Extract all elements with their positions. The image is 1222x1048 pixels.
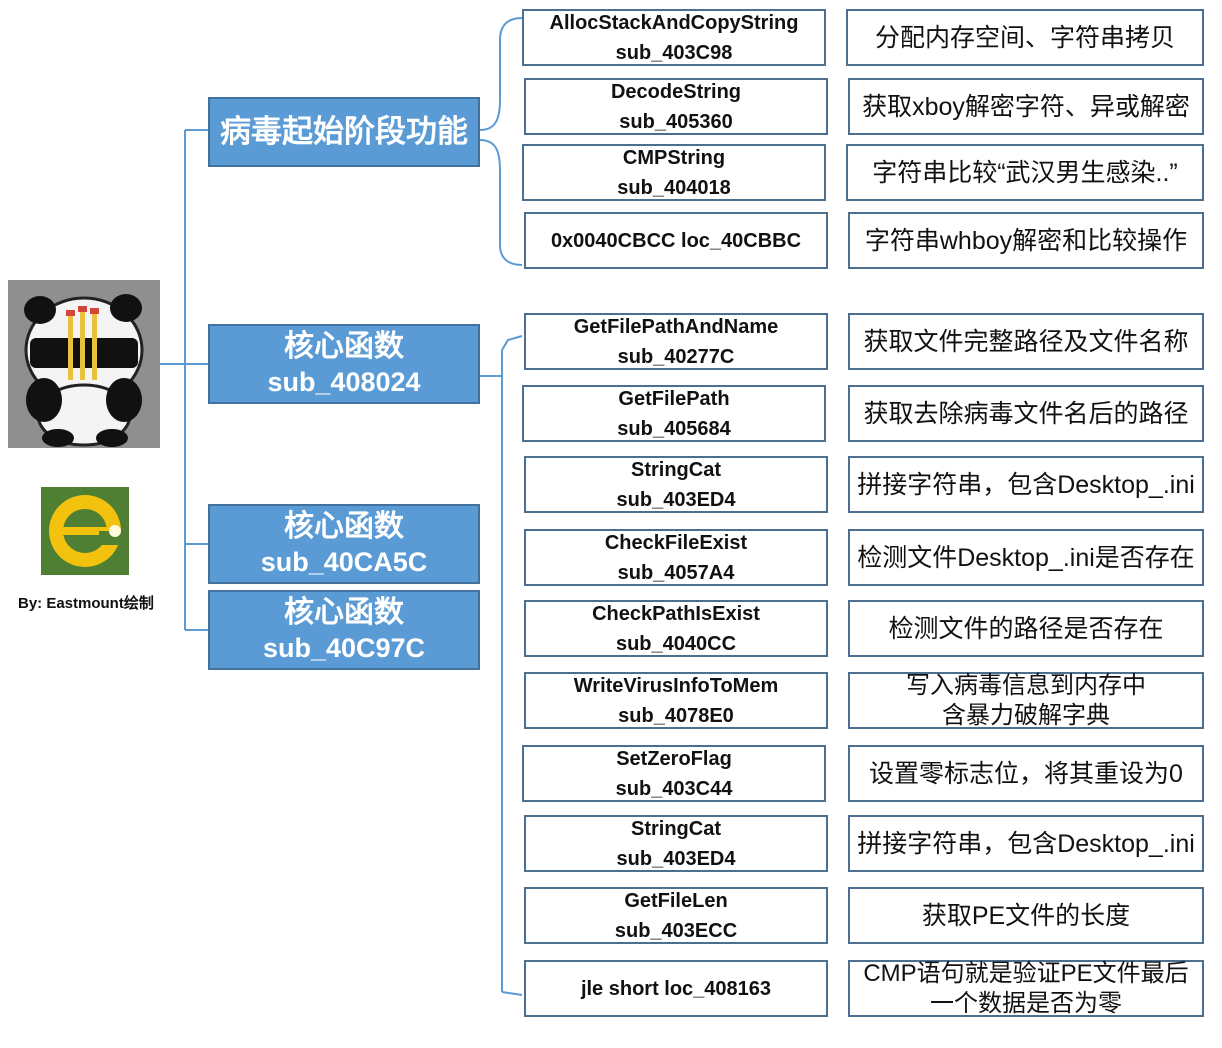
fn-desc: 获取xboy解密字符、异或解密 bbox=[862, 92, 1190, 121]
fn-desc: 设置零标志位，将其重设为0 bbox=[869, 759, 1183, 788]
panda-icon bbox=[8, 280, 160, 448]
fn-desc: 字符串whboy解密和比较操作 bbox=[864, 226, 1188, 255]
start-desc-box: 字符串比较“武汉男生感染..” bbox=[846, 144, 1204, 201]
fn-desc-line2: 含暴力破解字典 bbox=[942, 701, 1110, 729]
fn-addr: sub_405684 bbox=[617, 417, 731, 440]
core-fn-box: GetFilePath sub_405684 bbox=[522, 385, 826, 442]
group-core-408024: 核心函数 sub_408024 bbox=[208, 324, 480, 404]
fn-addr: sub_40277C bbox=[617, 345, 735, 368]
fn-desc: 获取去除病毒文件名后的路径 bbox=[863, 399, 1189, 428]
fn-addr: sub_4040CC bbox=[615, 632, 737, 655]
core-desc-box: 拼接字符串，包含Desktop_.ini bbox=[848, 815, 1204, 872]
fn-addr: sub_403C98 bbox=[615, 41, 733, 64]
fn-addr: sub_403ED4 bbox=[616, 847, 736, 870]
core-desc-box: 写入病毒信息到内存中 含暴力破解字典 bbox=[848, 672, 1204, 729]
core-desc-box: 获取去除病毒文件名后的路径 bbox=[848, 385, 1204, 442]
core-desc-box: 检测文件的路径是否存在 bbox=[848, 600, 1204, 657]
core-fn-box: CheckPathIsExist sub_4040CC bbox=[524, 600, 828, 657]
fn-addr: sub_403C44 bbox=[615, 777, 733, 800]
fn-name: CheckFileExist bbox=[604, 531, 748, 554]
group-sub: sub_408024 bbox=[267, 367, 421, 397]
start-desc-box: 字符串whboy解密和比较操作 bbox=[848, 212, 1204, 269]
core-fn-box: jle short loc_408163 bbox=[524, 960, 828, 1017]
group-sub: sub_40CA5C bbox=[260, 547, 428, 577]
fn-name: WriteVirusInfoToMem bbox=[573, 674, 779, 697]
fn-name: SetZeroFlag bbox=[616, 747, 732, 770]
fn-name: AllocStackAndCopyString bbox=[549, 11, 799, 34]
fn-name: StringCat bbox=[631, 458, 721, 481]
core-fn-box: WriteVirusInfoToMem sub_4078E0 bbox=[524, 672, 828, 729]
fn-desc: 拼接字符串，包含Desktop_.ini bbox=[857, 829, 1195, 858]
core-fn-box: StringCat sub_403ED4 bbox=[524, 456, 828, 513]
fn-desc: 分配内存空间、字符串拷贝 bbox=[874, 23, 1175, 52]
author-credit: By: Eastmount绘制 bbox=[18, 595, 154, 612]
core-fn-box: GetFilePathAndName sub_40277C bbox=[524, 313, 828, 370]
start-fn-box: DecodeString sub_405360 bbox=[524, 78, 828, 135]
fn-name: StringCat bbox=[631, 817, 721, 840]
fn-name: CMPString bbox=[622, 146, 726, 169]
core-desc-box: 设置零标志位，将其重设为0 bbox=[848, 745, 1204, 802]
core-desc-box: 拼接字符串，包含Desktop_.ini bbox=[848, 456, 1204, 513]
e-logo-icon bbox=[41, 487, 129, 575]
start-fn-box: AllocStackAndCopyString sub_403C98 bbox=[522, 9, 826, 66]
fn-addr: sub_4078E0 bbox=[618, 704, 734, 727]
fn-addr: sub_403ED4 bbox=[616, 488, 736, 511]
core-fn-box: StringCat sub_403ED4 bbox=[524, 815, 828, 872]
start-desc-box: 获取xboy解密字符、异或解密 bbox=[848, 78, 1204, 135]
core-fn-box: GetFileLen sub_403ECC bbox=[524, 887, 828, 944]
group-core-40ca5c: 核心函数 sub_40CA5C bbox=[208, 504, 480, 584]
fn-addr: sub_404018 bbox=[617, 176, 731, 199]
fn-name: GetFilePathAndName bbox=[573, 315, 779, 338]
group-core-40c97c: 核心函数 sub_40C97C bbox=[208, 590, 480, 670]
fn-name: DecodeString bbox=[610, 80, 742, 103]
group-sub: sub_40C97C bbox=[262, 633, 426, 663]
start-desc-box: 分配内存空间、字符串拷贝 bbox=[846, 9, 1204, 66]
fn-desc: 拼接字符串，包含Desktop_.ini bbox=[857, 470, 1195, 499]
fn-addr: sub_4057A4 bbox=[617, 561, 735, 584]
start-fn-box: CMPString sub_404018 bbox=[522, 144, 826, 201]
fn-desc: 检测文件Desktop_.ini是否存在 bbox=[857, 543, 1195, 572]
fn-addr: sub_405360 bbox=[619, 110, 733, 133]
core-fn-box: SetZeroFlag sub_403C44 bbox=[522, 745, 826, 802]
fn-desc: 获取PE文件的长度 bbox=[921, 901, 1131, 930]
fn-desc: 检测文件的路径是否存在 bbox=[888, 614, 1164, 643]
start-fn-box: 0x0040CBCC loc_40CBBC bbox=[524, 212, 828, 269]
group-title: 病毒起始阶段功能 bbox=[220, 114, 468, 149]
core-desc-box: 获取文件完整路径及文件名称 bbox=[848, 313, 1204, 370]
fn-desc: 写入病毒信息到内存中 bbox=[906, 671, 1146, 699]
group-title: 核心函数 bbox=[284, 510, 404, 543]
fn-desc: 获取文件完整路径及文件名称 bbox=[863, 327, 1189, 356]
group-start-functions: 病毒起始阶段功能 bbox=[208, 97, 480, 167]
fn-desc: 字符串比较“武汉男生感染..” bbox=[872, 158, 1178, 187]
fn-desc-line2: 一个数据是否为零 bbox=[930, 989, 1122, 1017]
core-desc-box: 检测文件Desktop_.ini是否存在 bbox=[848, 529, 1204, 586]
fn-desc: CMP语句就是验证PE文件最后 bbox=[863, 959, 1189, 987]
group-title: 核心函数 bbox=[284, 330, 404, 363]
fn-name: CheckPathIsExist bbox=[592, 602, 760, 625]
group-title: 核心函数 bbox=[284, 596, 404, 629]
fn-name: GetFileLen bbox=[624, 889, 728, 912]
fn-name: GetFilePath bbox=[618, 387, 730, 410]
fn-name: jle short loc_408163 bbox=[580, 977, 772, 1000]
core-desc-box: 获取PE文件的长度 bbox=[848, 887, 1204, 944]
fn-name: 0x0040CBCC loc_40CBBC bbox=[550, 229, 802, 252]
core-desc-box: CMP语句就是验证PE文件最后 一个数据是否为零 bbox=[848, 960, 1204, 1017]
fn-addr: sub_403ECC bbox=[614, 919, 738, 942]
core-fn-box: CheckFileExist sub_4057A4 bbox=[524, 529, 828, 586]
